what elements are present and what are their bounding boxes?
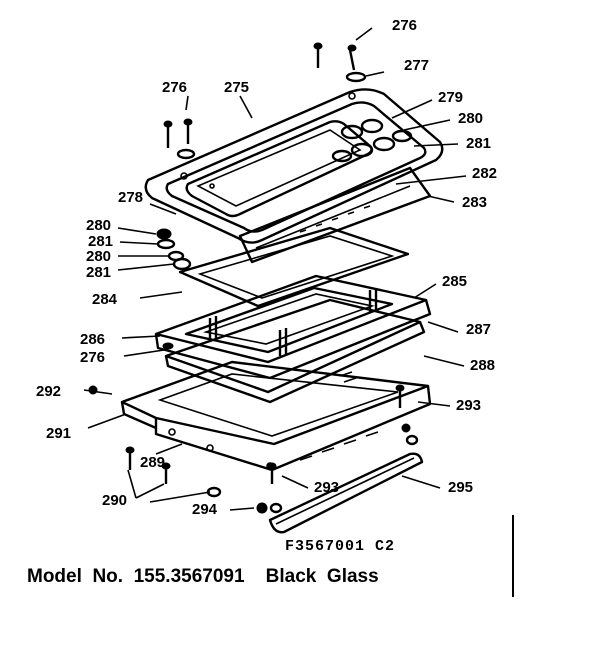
callout-276: 276 — [80, 349, 105, 366]
callout-labels: 276 277 276 275 279 280 281 282 278 283 … — [36, 17, 497, 518]
callout-276: 276 — [392, 17, 417, 34]
callout-289: 289 — [140, 454, 165, 471]
leader-lines — [83, 27, 467, 511]
callout-287: 287 — [466, 321, 491, 338]
callout-293: 293 — [456, 397, 481, 414]
callout-284: 284 — [92, 291, 118, 308]
callout-281: 281 — [466, 135, 491, 152]
callout-280: 280 — [86, 248, 111, 265]
callout-291: 291 — [46, 425, 71, 442]
inner-frame-286 — [154, 274, 432, 380]
callout-292: 292 — [36, 383, 61, 400]
callout-281: 281 — [86, 264, 111, 281]
callout-285: 285 — [442, 273, 467, 290]
callout-290: 290 — [102, 492, 127, 509]
callout-277: 277 — [404, 57, 429, 74]
bottom-plate-289 — [120, 360, 432, 472]
callout-281: 281 — [88, 233, 113, 250]
callout-279: 279 — [438, 89, 463, 106]
callout-283: 283 — [462, 194, 487, 211]
callout-275: 275 — [224, 79, 249, 96]
callout-276: 276 — [162, 79, 187, 96]
screws-hardware — [88, 42, 411, 514]
glass-sheet-284 — [178, 226, 410, 308]
model-caption: Model No. 155.3567091 Black Glass — [27, 566, 379, 587]
callout-293: 293 — [314, 479, 339, 496]
vertical-rule — [512, 515, 514, 597]
control-panel-283 — [238, 166, 432, 264]
drawing-number: F3567001 C2 — [285, 538, 396, 555]
door-handle-295 — [268, 434, 424, 534]
callout-278: 278 — [118, 189, 143, 206]
callout-282: 282 — [472, 165, 497, 182]
top-frame-275 — [144, 88, 444, 244]
control-knobs-cluster — [331, 118, 413, 163]
callout-280: 280 — [86, 217, 111, 234]
callout-286: 286 — [80, 331, 105, 348]
callout-295: 295 — [448, 479, 473, 496]
callout-280: 280 — [458, 110, 483, 127]
callout-288: 288 — [470, 357, 495, 374]
callout-294: 294 — [192, 501, 218, 518]
